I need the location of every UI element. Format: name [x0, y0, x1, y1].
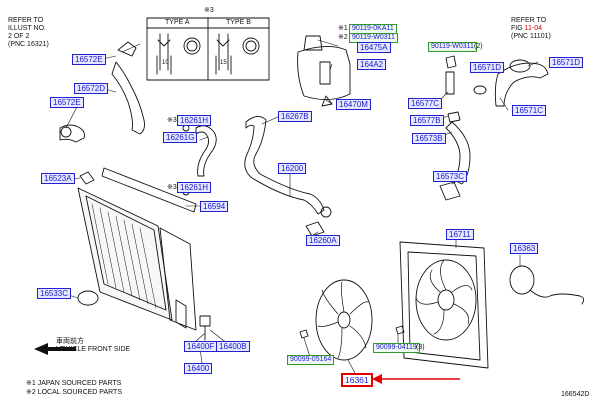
- part-label-16261H-upper[interactable]: 16261H: [177, 115, 212, 126]
- upper-radiator-hose: [111, 61, 145, 135]
- cooling-fan-icon: [315, 279, 373, 361]
- part-label-16572E[interactable]: 16572E: [72, 54, 106, 65]
- part-label-90099-04119[interactable]: 90099-04119: [373, 343, 420, 353]
- type-a-dimension: 10: [162, 60, 169, 66]
- refer-fig-label: FIG: [511, 25, 525, 32]
- part-label-90099-05164[interactable]: 90099-05164: [287, 355, 335, 365]
- radiator-upper-support: [101, 167, 197, 213]
- part-label-16573B[interactable]: 16573B: [412, 133, 446, 144]
- part-label-16533C[interactable]: 16533C: [37, 288, 72, 299]
- mark-2: ※2: [338, 34, 348, 41]
- part-label-16363[interactable]: 16363: [510, 243, 539, 254]
- mark-3-upper: ※3: [167, 117, 177, 124]
- refer-line: 2 OF 2: [8, 33, 30, 40]
- heater-hose: [244, 116, 325, 215]
- clamp-type-a-icon: [183, 37, 201, 55]
- part-label-16361-highlighted[interactable]: 16361: [341, 373, 373, 387]
- fan-motor-icon: [509, 265, 535, 295]
- part-label-16470M[interactable]: 16470M: [336, 99, 371, 110]
- part-label-90119-W0311-right[interactable]: 90119-W0311: [428, 42, 477, 52]
- part-label-16572D[interactable]: 16572D: [74, 83, 109, 94]
- refer-line: ILLUST NO.: [8, 25, 46, 32]
- legend-japan-sourced: ※1 JAPAN SOURCED PARTS: [26, 380, 122, 387]
- vehicle-front-arrow-icon: [34, 343, 76, 355]
- refer-line: (PNC 16321): [8, 41, 49, 48]
- qty-3: (3): [416, 344, 425, 351]
- radiator-icon: [77, 187, 173, 321]
- radiator-cap-icon: [77, 290, 99, 306]
- refer-fig-link[interactable]: 11-04: [524, 25, 543, 32]
- qty-2: (2): [474, 43, 483, 50]
- part-label-16577C[interactable]: 16577C: [408, 98, 443, 109]
- refer-line: (PNC 11101): [511, 33, 551, 40]
- part-label-16711[interactable]: 16711: [446, 229, 474, 240]
- clamp-type-b-icon: [242, 37, 260, 55]
- part-label-16571D-right[interactable]: 16571D: [549, 57, 584, 68]
- part-label-16577B[interactable]: 16577B: [410, 115, 444, 126]
- part-label-16475A[interactable]: 16475A: [357, 42, 391, 53]
- lower-radiator-hose-upper: [494, 62, 549, 107]
- part-label-16261G[interactable]: 16261G: [163, 132, 198, 143]
- refer-line: FIG 11-04: [511, 25, 551, 33]
- part-label-16400F[interactable]: 16400F: [184, 341, 218, 352]
- part-label-16400B[interactable]: 16400B: [216, 341, 250, 352]
- highlight-arrow-icon: [372, 374, 382, 384]
- type-b-label: TYPE B: [226, 19, 251, 26]
- part-label-16267B[interactable]: 16267B: [278, 111, 312, 122]
- refer-note-right: REFER TO FIG 11-04 (PNC 11101): [511, 17, 551, 41]
- figure-code: 166542D: [561, 391, 590, 398]
- reservoir-tank-icon: [297, 46, 351, 100]
- legend-local-sourced: ※2 LOCAL SOURCED PARTS: [26, 389, 122, 396]
- part-label-16260A[interactable]: 16260A: [306, 235, 340, 246]
- inset-mark: ※3: [204, 7, 214, 14]
- part-label-16200[interactable]: 16200: [278, 163, 307, 174]
- part-label-164A2[interactable]: 164A2: [357, 59, 387, 70]
- type-b-dimension: 15: [220, 60, 227, 66]
- part-label-16572E-left[interactable]: 16572E: [50, 97, 84, 108]
- mark-1: ※1: [338, 25, 348, 32]
- refer-line: REFER TO: [8, 17, 44, 24]
- refer-line: REFER TO: [511, 17, 547, 24]
- mark-3-lower: ※3: [167, 184, 177, 191]
- type-a-label: TYPE A: [165, 19, 190, 26]
- part-label-16400[interactable]: 16400: [184, 363, 213, 374]
- part-label-16261H-lower[interactable]: 16261H: [177, 182, 212, 193]
- refer-note-left: REFER TO ILLUST NO. 2 OF 2 (PNC 16321): [8, 17, 49, 49]
- vehicle-front-label: VEHICLE FRONT SIDE: [56, 346, 131, 353]
- part-label-16571C[interactable]: 16571C: [512, 105, 547, 116]
- part-label-16523A[interactable]: 16523A: [41, 173, 75, 184]
- front-label-jp: 車両前方: [56, 338, 84, 345]
- part-label-16573C[interactable]: 16573C: [433, 171, 468, 182]
- part-label-16594[interactable]: 16594: [200, 201, 229, 212]
- part-label-16571D-left[interactable]: 16571D: [470, 62, 505, 73]
